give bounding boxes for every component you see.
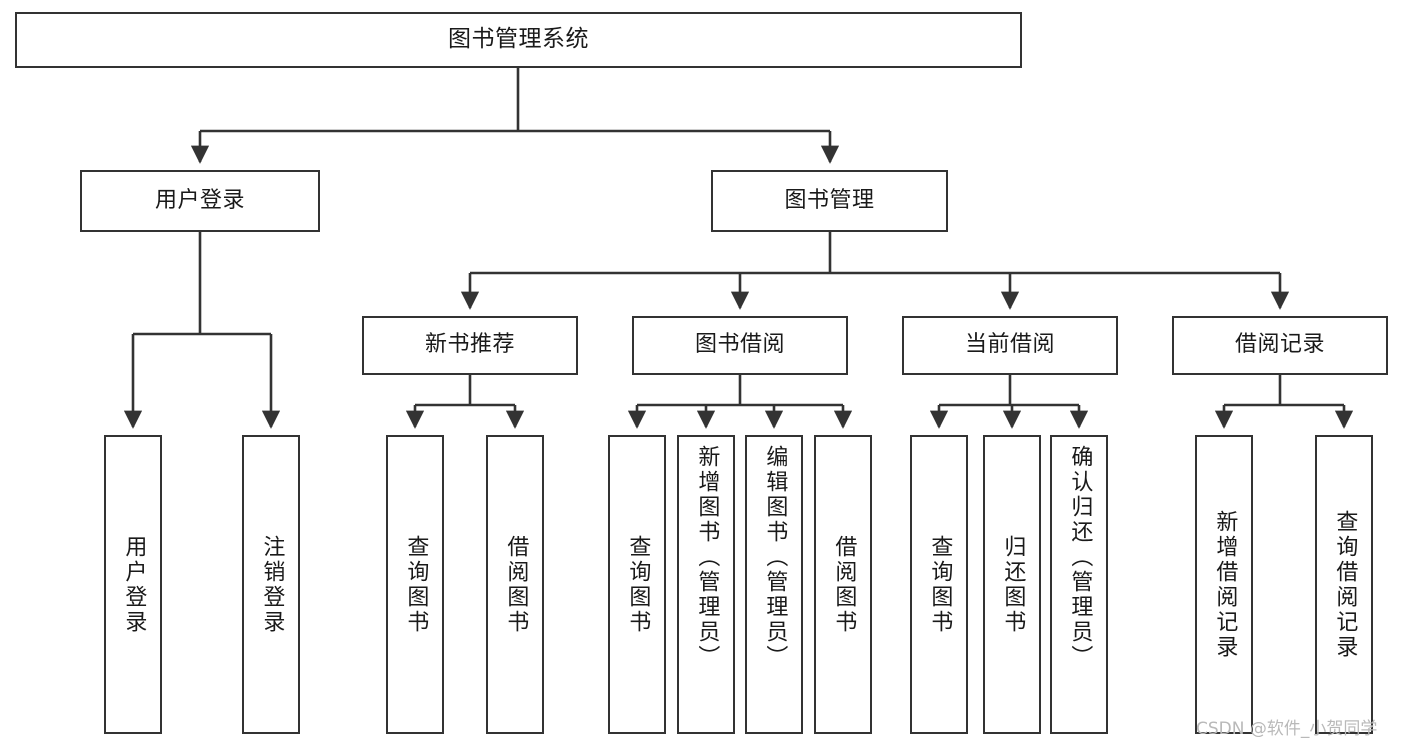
leaf-edit-book-admin-label: 编辑图书（管理员）: [762, 445, 788, 670]
leaf-borrow-book-recommend[interactable]: 借阅图书: [486, 435, 544, 734]
leaf-query-borrow-record[interactable]: 查询借阅记录: [1315, 435, 1373, 734]
node-book-borrow-label: 图书借阅: [694, 332, 785, 358]
leaf-edit-book-admin[interactable]: 编辑图书（管理员）: [745, 435, 803, 734]
leaf-query-book-borrow-label: 查询图书: [625, 534, 651, 635]
leaf-return-book[interactable]: 归还图书: [983, 435, 1041, 734]
leaf-query-book-current-label: 查询图书: [927, 534, 953, 635]
leaf-add-borrow-record-label: 新增借阅记录: [1212, 509, 1238, 660]
leaf-add-book-admin[interactable]: 新增图书（管理员）: [677, 435, 735, 734]
leaf-logout-login-label: 注销登录: [259, 534, 285, 635]
node-borrow-record[interactable]: 借阅记录: [1172, 316, 1388, 375]
leaf-return-book-label: 归还图书: [1000, 534, 1026, 635]
node-current-borrow[interactable]: 当前借阅: [902, 316, 1118, 375]
leaf-logout-login[interactable]: 注销登录: [242, 435, 300, 734]
leaf-confirm-return-admin-label: 确认归还（管理员）: [1067, 445, 1093, 670]
leaf-borrow-book-label: 借阅图书: [831, 534, 857, 635]
leaf-borrow-book-recommend-label: 借阅图书: [503, 534, 529, 635]
node-new-book-recommend[interactable]: 新书推荐: [362, 316, 578, 375]
watermark-csdn: CSDN @软件_小贺同学: [1196, 719, 1378, 739]
node-root-label: 图书管理系统: [448, 26, 589, 53]
node-book-borrow[interactable]: 图书借阅: [632, 316, 848, 375]
leaf-query-book-recommend[interactable]: 查询图书: [386, 435, 444, 734]
node-current-borrow-label: 当前借阅: [964, 332, 1055, 358]
leaf-query-borrow-record-label: 查询借阅记录: [1332, 509, 1358, 660]
node-borrow-record-label: 借阅记录: [1234, 332, 1325, 358]
node-book-management[interactable]: 图书管理: [711, 170, 948, 232]
node-root-book-management-system[interactable]: 图书管理系统: [15, 12, 1022, 68]
node-user-login[interactable]: 用户登录: [80, 170, 320, 232]
node-user-login-label: 用户登录: [154, 187, 245, 213]
node-book-management-label: 图书管理: [784, 187, 875, 213]
leaf-user-login-label: 用户登录: [121, 534, 147, 635]
leaf-add-book-admin-label: 新增图书（管理员）: [694, 445, 720, 670]
leaf-query-book-borrow[interactable]: 查询图书: [608, 435, 666, 734]
leaf-user-login[interactable]: 用户登录: [104, 435, 162, 734]
leaf-add-borrow-record[interactable]: 新增借阅记录: [1195, 435, 1253, 734]
leaf-borrow-book[interactable]: 借阅图书: [814, 435, 872, 734]
leaf-confirm-return-admin[interactable]: 确认归还（管理员）: [1050, 435, 1108, 734]
leaf-query-book-recommend-label: 查询图书: [403, 534, 429, 635]
leaf-query-book-current[interactable]: 查询图书: [910, 435, 968, 734]
node-new-book-recommend-label: 新书推荐: [424, 332, 515, 358]
